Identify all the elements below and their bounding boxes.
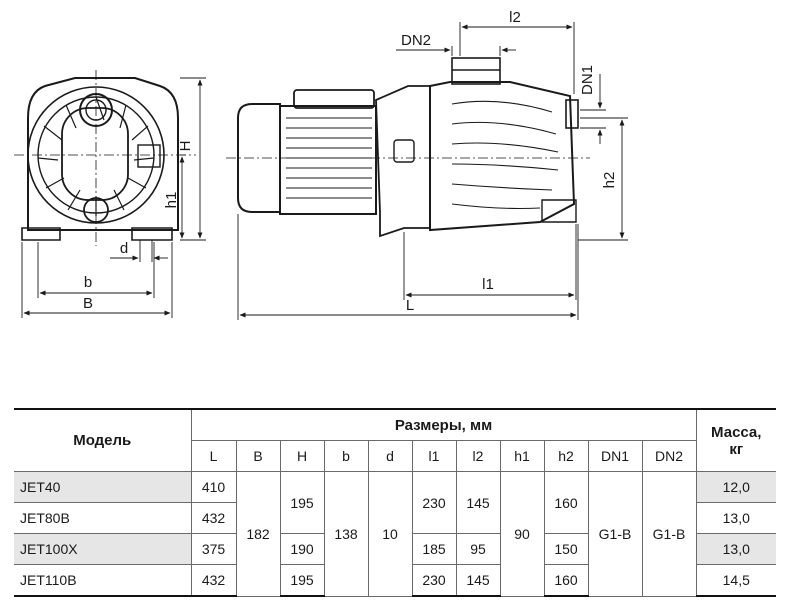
cell-h2: 150 bbox=[543, 533, 589, 565]
dim-label-l1: l1 bbox=[482, 276, 494, 293]
cell-h2: 160 bbox=[543, 564, 589, 597]
model-name: JET100X bbox=[14, 533, 192, 565]
cell-DN2: G1-B bbox=[641, 471, 697, 597]
column-header: b bbox=[323, 440, 369, 472]
dim-label-b: b bbox=[84, 274, 92, 291]
table-row: JET40 410 182 195 138 10 230 145 90 160 … bbox=[14, 471, 776, 597]
cell-d: 10 bbox=[367, 471, 413, 597]
cell-mass: 12,0 bbox=[695, 471, 776, 503]
column-header: h1 bbox=[499, 440, 545, 472]
pump-front-view bbox=[21, 77, 179, 241]
dim-label-H: H bbox=[177, 141, 194, 152]
cell-l1: 230 bbox=[411, 471, 457, 534]
dim-d bbox=[110, 240, 168, 262]
cell-l1: 185 bbox=[411, 533, 457, 565]
dim-label-d: d bbox=[120, 240, 128, 257]
dim-h1 bbox=[179, 154, 186, 241]
cell-l1: 230 bbox=[411, 564, 457, 597]
cell-L: 410 bbox=[190, 471, 237, 503]
specifications-table: Модель Размеры, мм Масса, кг L B H b d l… bbox=[14, 408, 776, 597]
column-header: l1 bbox=[411, 440, 457, 472]
dim-label-B: B bbox=[83, 295, 93, 312]
cell-L: 432 bbox=[190, 502, 237, 534]
pump-side-view bbox=[237, 57, 579, 238]
model-name: JET40 bbox=[14, 471, 192, 503]
header-dimensions: Размеры, мм bbox=[190, 408, 697, 441]
table-row: JET110B 432 195 230 145 160 14,5 bbox=[14, 564, 776, 597]
header-model: Модель bbox=[14, 408, 192, 472]
dim-l2 bbox=[459, 22, 575, 94]
column-header: L bbox=[190, 440, 237, 472]
pump-technical-drawing: H h1 d b B bbox=[14, 9, 628, 320]
table-subheader-row: L B H b d l1 l2 h1 h2 DN1 DN2 bbox=[14, 440, 776, 472]
cell-l2: 95 bbox=[455, 533, 501, 565]
dim-l1 bbox=[403, 224, 577, 300]
cell-h1: 90 bbox=[499, 471, 545, 597]
cell-B: 182 bbox=[235, 471, 281, 597]
cell-mass: 13,0 bbox=[695, 533, 776, 565]
table-row: JET80B 432 13,0 bbox=[14, 502, 776, 534]
dim-h2 bbox=[578, 117, 628, 241]
column-header: B bbox=[235, 440, 281, 472]
model-name: JET80B bbox=[14, 502, 192, 534]
cell-H: 190 bbox=[279, 533, 325, 565]
dim-B bbox=[21, 242, 173, 318]
cell-mass: 13,0 bbox=[695, 502, 776, 534]
cell-L: 432 bbox=[190, 564, 237, 597]
dim-label-DN2: DN2 bbox=[401, 32, 431, 49]
header-mass-line2: кг bbox=[729, 440, 744, 458]
column-header: d bbox=[367, 440, 413, 472]
header-mass: Масса, кг bbox=[695, 408, 776, 472]
column-header: DN2 bbox=[641, 440, 697, 472]
dim-b bbox=[37, 242, 155, 298]
cell-H: 195 bbox=[279, 471, 325, 534]
cell-b: 138 bbox=[323, 471, 369, 597]
table-header-row: Модель Размеры, мм Масса, кг bbox=[14, 408, 776, 472]
dim-H bbox=[180, 77, 206, 241]
dim-label-DN1: DN1 bbox=[579, 65, 596, 95]
column-header: h2 bbox=[543, 440, 589, 472]
column-header: DN1 bbox=[587, 440, 643, 472]
dim-label-L: L bbox=[406, 297, 414, 314]
dim-DN1 bbox=[580, 74, 606, 144]
cell-l2: 145 bbox=[455, 471, 501, 534]
column-header: H bbox=[279, 440, 325, 472]
dim-label-l2: l2 bbox=[509, 9, 521, 26]
dim-label-h1: h1 bbox=[163, 192, 180, 209]
cell-H: 195 bbox=[279, 564, 325, 597]
dim-L bbox=[237, 214, 579, 320]
cell-mass: 14,5 bbox=[695, 564, 776, 597]
column-header: l2 bbox=[455, 440, 501, 472]
dim-label-h2: h2 bbox=[601, 172, 618, 189]
cell-L: 375 bbox=[190, 533, 237, 565]
table-row: JET100X 375 190 185 95 150 13,0 bbox=[14, 533, 776, 565]
cell-l2: 145 bbox=[455, 564, 501, 597]
cell-DN1: G1-B bbox=[587, 471, 643, 597]
header-mass-line1: Масса, bbox=[711, 423, 762, 441]
model-name: JET110B bbox=[14, 564, 192, 597]
cell-h2: 160 bbox=[543, 471, 589, 534]
dim-DN2 bbox=[396, 46, 516, 56]
